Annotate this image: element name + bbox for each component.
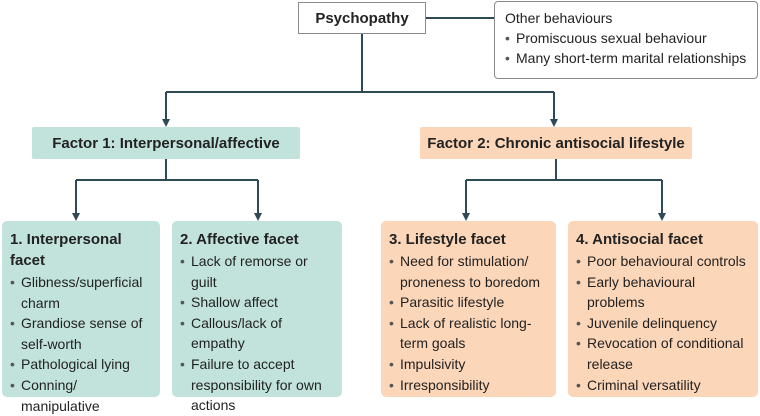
- facet-items: Lack of remorse or guilt Shallow affect …: [180, 251, 334, 416]
- list-item: Pathological lying: [10, 354, 152, 375]
- list-item: Lack of realistic long-term goals: [389, 313, 548, 354]
- factor-2-label: Factor 2: Chronic antisocial lifestyle: [427, 134, 685, 152]
- facet-items: Poor behavioural controls Early behaviou…: [576, 251, 750, 395]
- facet-items: Glibness/superficial charm Grandiose sen…: [10, 272, 152, 416]
- list-item: Early behavioural problems: [576, 272, 750, 313]
- list-item: Conning/ manipulative: [10, 375, 152, 416]
- facet-title: 1. Interpersonal facet: [10, 231, 122, 269]
- factor-1-label: Factor 1: Interpersonal/affective: [52, 134, 280, 152]
- facet-title: 4. Antisocial facet: [576, 231, 703, 248]
- other-behaviours-list: Promiscuous sexual behaviour Many short-…: [505, 28, 747, 68]
- list-item: Revocation of conditional release: [576, 333, 750, 374]
- facet-1-interpersonal: 1. Interpersonal facet Glibness/superfic…: [2, 221, 160, 414]
- connector-lines: [72, 17, 666, 221]
- factor-1-node: Factor 1: Interpersonal/affective: [32, 127, 300, 159]
- list-item: Juvenile delinquency: [576, 313, 750, 334]
- list-item: Shallow affect: [180, 292, 334, 313]
- root-node: Psychopathy: [298, 2, 426, 34]
- other-behaviours-box: Other behaviours Promiscuous sexual beha…: [494, 1, 758, 79]
- facet-2-affective: 2. Affective facet Lack of remorse or gu…: [172, 221, 342, 413]
- list-item: Irresponsibility: [389, 375, 548, 396]
- list-item: Criminal versatility: [576, 375, 750, 396]
- other-behaviours-title: Other behaviours: [505, 10, 613, 26]
- list-item: Poor behavioural controls: [576, 251, 750, 272]
- list-item: Many short-term marital relationships: [505, 48, 747, 68]
- list-item: Callous/lack of empathy: [180, 313, 334, 354]
- list-item: Need for stimulation/ proneness to bored…: [389, 251, 548, 292]
- list-item: Impulsivity: [389, 354, 548, 375]
- facet-title: 2. Affective facet: [180, 231, 299, 248]
- factor-2-node: Factor 2: Chronic antisocial lifestyle: [420, 127, 692, 159]
- list-item: Parasitic lifestyle: [389, 292, 548, 313]
- facet-3-lifestyle: 3. Lifestyle facet Need for stimulation/…: [381, 221, 556, 397]
- facet-title: 3. Lifestyle facet: [389, 231, 506, 248]
- list-item: Promiscuous sexual behaviour: [505, 28, 747, 48]
- facet-items: Need for stimulation/ proneness to bored…: [389, 251, 548, 395]
- list-item: Failure to accept responsibility for own…: [180, 354, 334, 416]
- facet-4-antisocial: 4. Antisocial facet Poor behavioural con…: [568, 221, 758, 397]
- list-item: Glibness/superficial charm: [10, 272, 152, 313]
- list-item: Lack of remorse or guilt: [180, 251, 334, 292]
- root-label: Psychopathy: [315, 9, 409, 27]
- list-item: Grandiose sense of self-worth: [10, 313, 152, 354]
